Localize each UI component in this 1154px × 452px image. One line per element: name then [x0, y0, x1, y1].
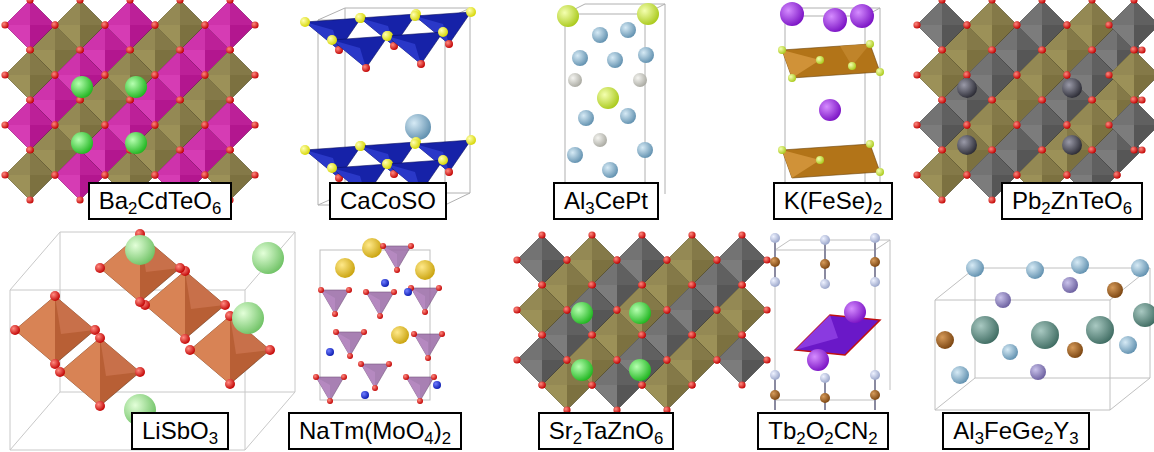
formula-label: Al3FeGe2Y3 — [942, 412, 1089, 450]
formula-text: Al3CePt — [564, 187, 648, 214]
formula-label: K(FeSe)2 — [773, 182, 894, 220]
formula-label: Ba2CdTeO6 — [88, 182, 233, 220]
formula-text: Sr2TaZnO6 — [549, 417, 664, 444]
formula-text: CaCoSO — [340, 187, 436, 214]
formula-text: K(FeSe)2 — [784, 187, 883, 214]
formula-text: Pb2ZnTeO6 — [1012, 187, 1132, 214]
al3cept-panel — [557, 3, 665, 204]
formula-label: Sr2TaZnO6 — [538, 412, 675, 450]
kfese-panel — [778, 2, 884, 196]
lisbo3-panel — [10, 229, 295, 450]
tb2o2cn2-panel — [770, 233, 890, 410]
formula-text: Ba2CdTeO6 — [99, 187, 222, 214]
natmmoo4-panel — [313, 238, 445, 404]
perovskite-panel — [913, 0, 1154, 204]
formula-text: Tb2O2CN2 — [768, 417, 877, 444]
formula-label: Al3CePt — [553, 182, 659, 220]
cacoso-panel — [300, 7, 476, 205]
formula-label: NaTm(MoO4)2 — [288, 412, 462, 450]
formula-text: Al3FeGe2Y3 — [953, 417, 1078, 444]
formula-label: CaCoSO — [329, 182, 447, 220]
al3fege2y3-panel — [935, 256, 1154, 410]
formula-label: Pb2ZnTeO6 — [1001, 182, 1143, 220]
formula-text: LiSbO3 — [142, 417, 218, 444]
formula-label: LiSbO3 — [131, 412, 229, 450]
perovskite-panel — [1, 0, 258, 204]
formula-text: NaTm(MoO4)2 — [299, 417, 451, 444]
formula-label: Tb2O2CN2 — [757, 412, 888, 450]
perovskite-panel — [513, 231, 770, 413]
